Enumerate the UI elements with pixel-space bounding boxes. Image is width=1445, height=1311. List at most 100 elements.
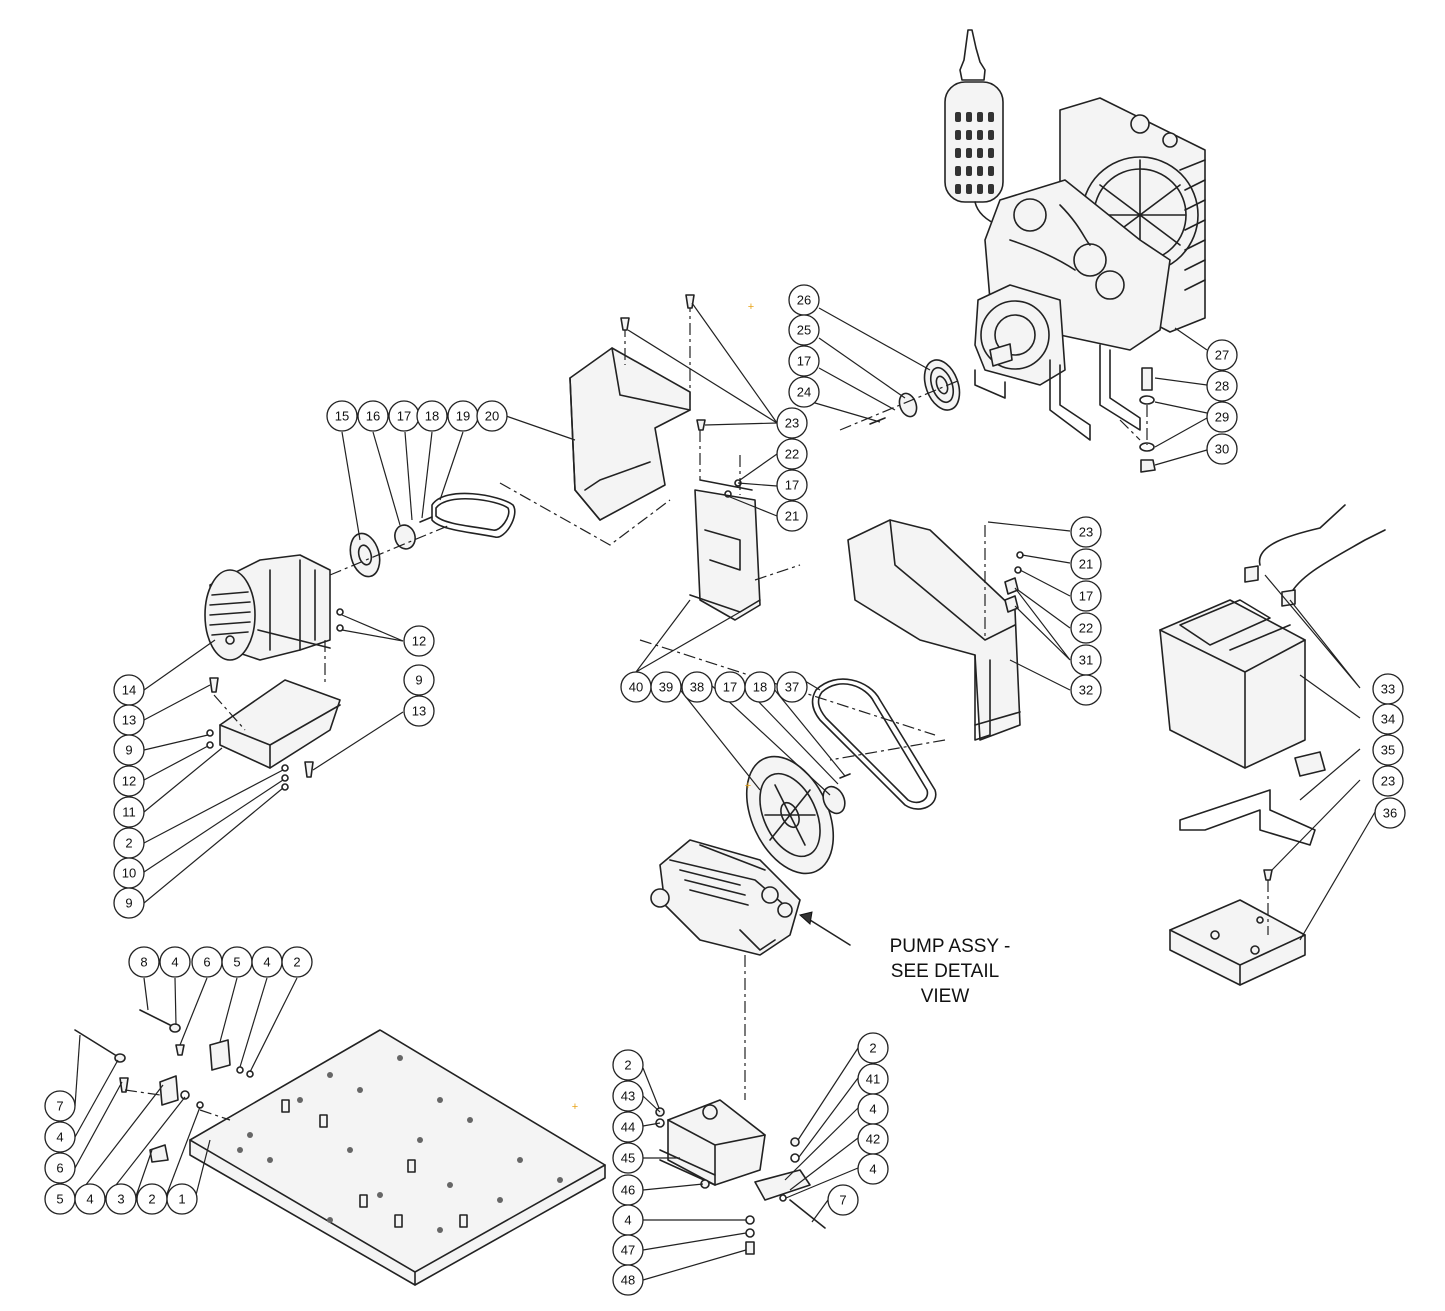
pump-note-line1: PUMP ASSY - [890, 936, 1011, 957]
svg-text:13: 13 [412, 704, 426, 719]
svg-text:17: 17 [1079, 589, 1093, 604]
svg-text:17: 17 [785, 478, 799, 493]
callout-7: 7 [827, 1184, 859, 1216]
svg-text:9: 9 [125, 743, 132, 758]
callout-17: 17 [388, 400, 420, 432]
svg-text:3: 3 [117, 1192, 124, 1207]
callout-32: 32 [1070, 674, 1102, 706]
svg-text:18: 18 [425, 409, 439, 424]
svg-text:37: 37 [785, 680, 799, 695]
svg-text:5: 5 [233, 955, 240, 970]
svg-text:42: 42 [866, 1132, 880, 1147]
svg-text:7: 7 [56, 1099, 63, 1114]
svg-text:1: 1 [178, 1192, 185, 1207]
callout-23: 23 [1372, 765, 1404, 797]
callout-1: 1 [166, 1183, 198, 1215]
callout-43: 43 [612, 1080, 644, 1112]
callout-27: 27 [1206, 339, 1238, 371]
svg-text:2: 2 [624, 1058, 631, 1073]
callout-26: 26 [788, 284, 820, 316]
callout-39: 39 [650, 671, 682, 703]
svg-text:17: 17 [797, 354, 811, 369]
svg-text:7: 7 [839, 1193, 846, 1208]
callout-2: 2 [281, 946, 313, 978]
callout-34: 34 [1372, 703, 1404, 735]
svg-text:14: 14 [122, 683, 136, 698]
engine-assembly [944, 29, 1206, 473]
svg-text:12: 12 [412, 634, 426, 649]
callout-4: 4 [857, 1093, 889, 1125]
svg-text:22: 22 [1079, 621, 1093, 636]
svg-text:9: 9 [125, 896, 132, 911]
callout-23: 23 [776, 407, 808, 439]
pump-note-line2: SEE DETAIL [891, 961, 999, 982]
battery-assembly [1159, 504, 1386, 986]
callout-4: 4 [612, 1204, 644, 1236]
svg-text:11: 11 [122, 805, 136, 820]
svg-text:39: 39 [659, 680, 673, 695]
svg-text:24: 24 [797, 385, 811, 400]
callout-4: 4 [857, 1153, 889, 1185]
svg-text:36: 36 [1383, 806, 1397, 821]
svg-text:44: 44 [621, 1120, 635, 1135]
callout-38: 38 [681, 671, 713, 703]
callout-30: 30 [1206, 433, 1238, 465]
svg-text:38: 38 [690, 680, 704, 695]
svg-text:34: 34 [1381, 712, 1395, 727]
callout-41: 41 [857, 1063, 889, 1095]
svg-text:19: 19 [456, 409, 470, 424]
callout-11: 11 [113, 796, 145, 828]
callout-21: 21 [776, 500, 808, 532]
svg-text:23: 23 [1079, 525, 1093, 540]
svg-text:43: 43 [621, 1089, 635, 1104]
callout-13: 13 [113, 704, 145, 736]
callout-40: 40 [620, 671, 652, 703]
svg-text:28: 28 [1215, 379, 1229, 394]
callout-4: 4 [159, 946, 191, 978]
pump-note-line3: VIEW [921, 986, 970, 1007]
svg-text:4: 4 [624, 1213, 631, 1228]
callout-18: 18 [416, 400, 448, 432]
callout-13: 13 [403, 695, 435, 727]
callout-4: 4 [44, 1121, 76, 1153]
generator-mount-plate [206, 677, 341, 791]
svg-text:2: 2 [148, 1192, 155, 1207]
svg-text:10: 10 [122, 866, 136, 881]
callout-12: 12 [113, 765, 145, 797]
callout-22: 22 [1070, 612, 1102, 644]
svg-text:31: 31 [1079, 653, 1093, 668]
callout-21: 21 [1070, 548, 1102, 580]
svg-text:30: 30 [1215, 442, 1229, 457]
callout-45: 45 [612, 1142, 644, 1174]
callout-9: 9 [403, 664, 435, 696]
leader-lines [74, 302, 1376, 1281]
pump-pulley [639, 639, 946, 875]
callout-37: 37 [776, 671, 808, 703]
belt-guard-rear [569, 294, 706, 521]
svg-text:8: 8 [140, 955, 147, 970]
callout-6: 6 [44, 1152, 76, 1184]
svg-text:48: 48 [621, 1273, 635, 1288]
pump-note: PUMP ASSY - SEE DETAIL VIEW [890, 936, 1011, 1007]
callout-29: 29 [1206, 401, 1238, 433]
svg-text:13: 13 [122, 713, 136, 728]
callout-46: 46 [612, 1174, 644, 1206]
callout-18: 18 [744, 671, 776, 703]
svg-text:17: 17 [723, 680, 737, 695]
svg-text:4: 4 [86, 1192, 93, 1207]
svg-text:4: 4 [56, 1130, 63, 1145]
construction-mark: + [745, 780, 751, 792]
belt-guard-bracket [689, 455, 801, 621]
svg-text:5: 5 [56, 1192, 63, 1207]
svg-text:20: 20 [485, 409, 499, 424]
callout-14: 14 [113, 674, 145, 706]
callout-7: 7 [44, 1090, 76, 1122]
svg-text:45: 45 [621, 1151, 635, 1166]
svg-text:2: 2 [869, 1041, 876, 1056]
callout-48: 48 [612, 1264, 644, 1296]
pump-assembly [650, 839, 851, 1100]
svg-text:32: 32 [1079, 683, 1093, 698]
callout-28: 28 [1206, 370, 1238, 402]
svg-text:35: 35 [1381, 743, 1395, 758]
